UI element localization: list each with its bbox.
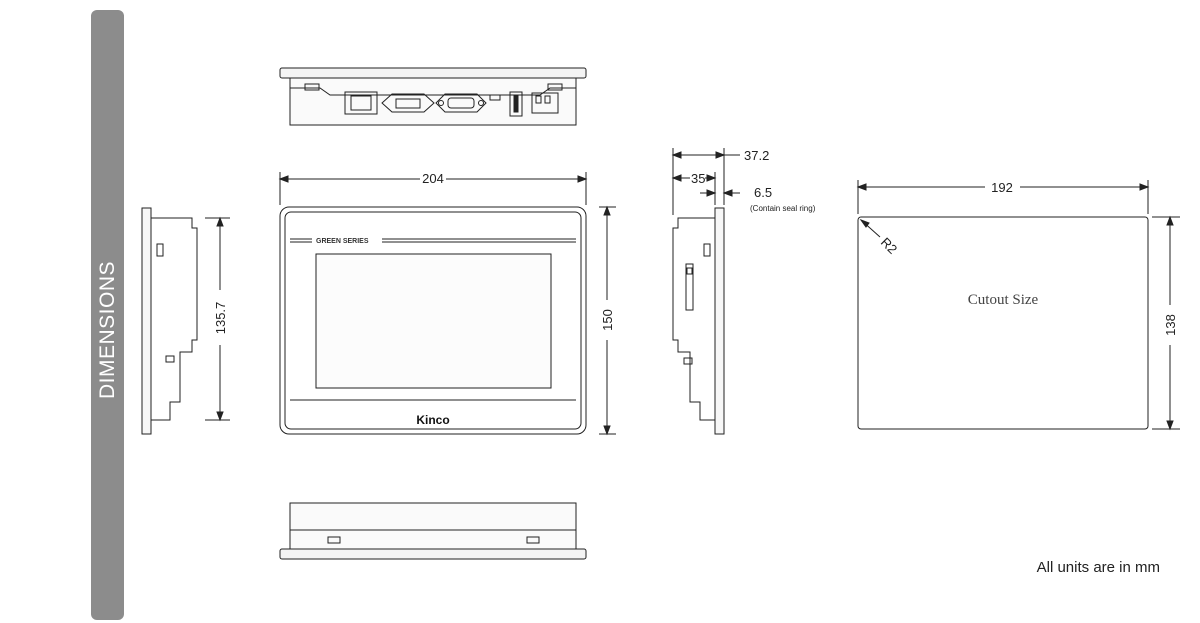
- db9-port: [435, 93, 487, 113]
- front-height-label: 150: [600, 309, 615, 331]
- top-view: [279, 67, 587, 126]
- front-width-label: 204: [422, 171, 444, 186]
- usb-port: [509, 91, 523, 117]
- ethernet-port: [344, 91, 378, 115]
- right-side-view: [672, 207, 725, 435]
- cutout-label: Cutout Size: [968, 292, 1039, 308]
- series-label: GREEN SERIES: [316, 238, 369, 245]
- dimension-front-width: [278, 172, 588, 205]
- dimension-depth: [671, 148, 740, 215]
- dimensions-sidebar: DIMENSIONS: [91, 10, 124, 620]
- cutout-width-label: 192: [991, 180, 1013, 195]
- screen-area: [315, 253, 552, 389]
- seal-note: (Contain seal ring): [750, 204, 816, 213]
- cutout-view: [856, 180, 1180, 431]
- brand-logo-text: Kinco: [416, 413, 449, 427]
- micro-usb-port: [489, 94, 501, 101]
- depth-body-label: 35: [691, 171, 705, 186]
- cutout-height-label: 138: [1163, 314, 1178, 336]
- dimension-side-height: [205, 216, 230, 422]
- depth-total-label: 37.2: [744, 148, 769, 163]
- left-side-view: [141, 207, 198, 435]
- power-terminal: [531, 92, 559, 114]
- dimension-front-height: [599, 205, 616, 436]
- corner-radius-label: R2: [878, 235, 900, 257]
- front-view: [279, 206, 587, 435]
- bottom-view: [279, 502, 587, 560]
- serial-port-cover: [381, 93, 435, 113]
- side-height-label: 135.7: [213, 302, 228, 335]
- depth-bezel-label: 6.5: [754, 185, 772, 200]
- units-note: All units are in mm: [1036, 559, 1160, 576]
